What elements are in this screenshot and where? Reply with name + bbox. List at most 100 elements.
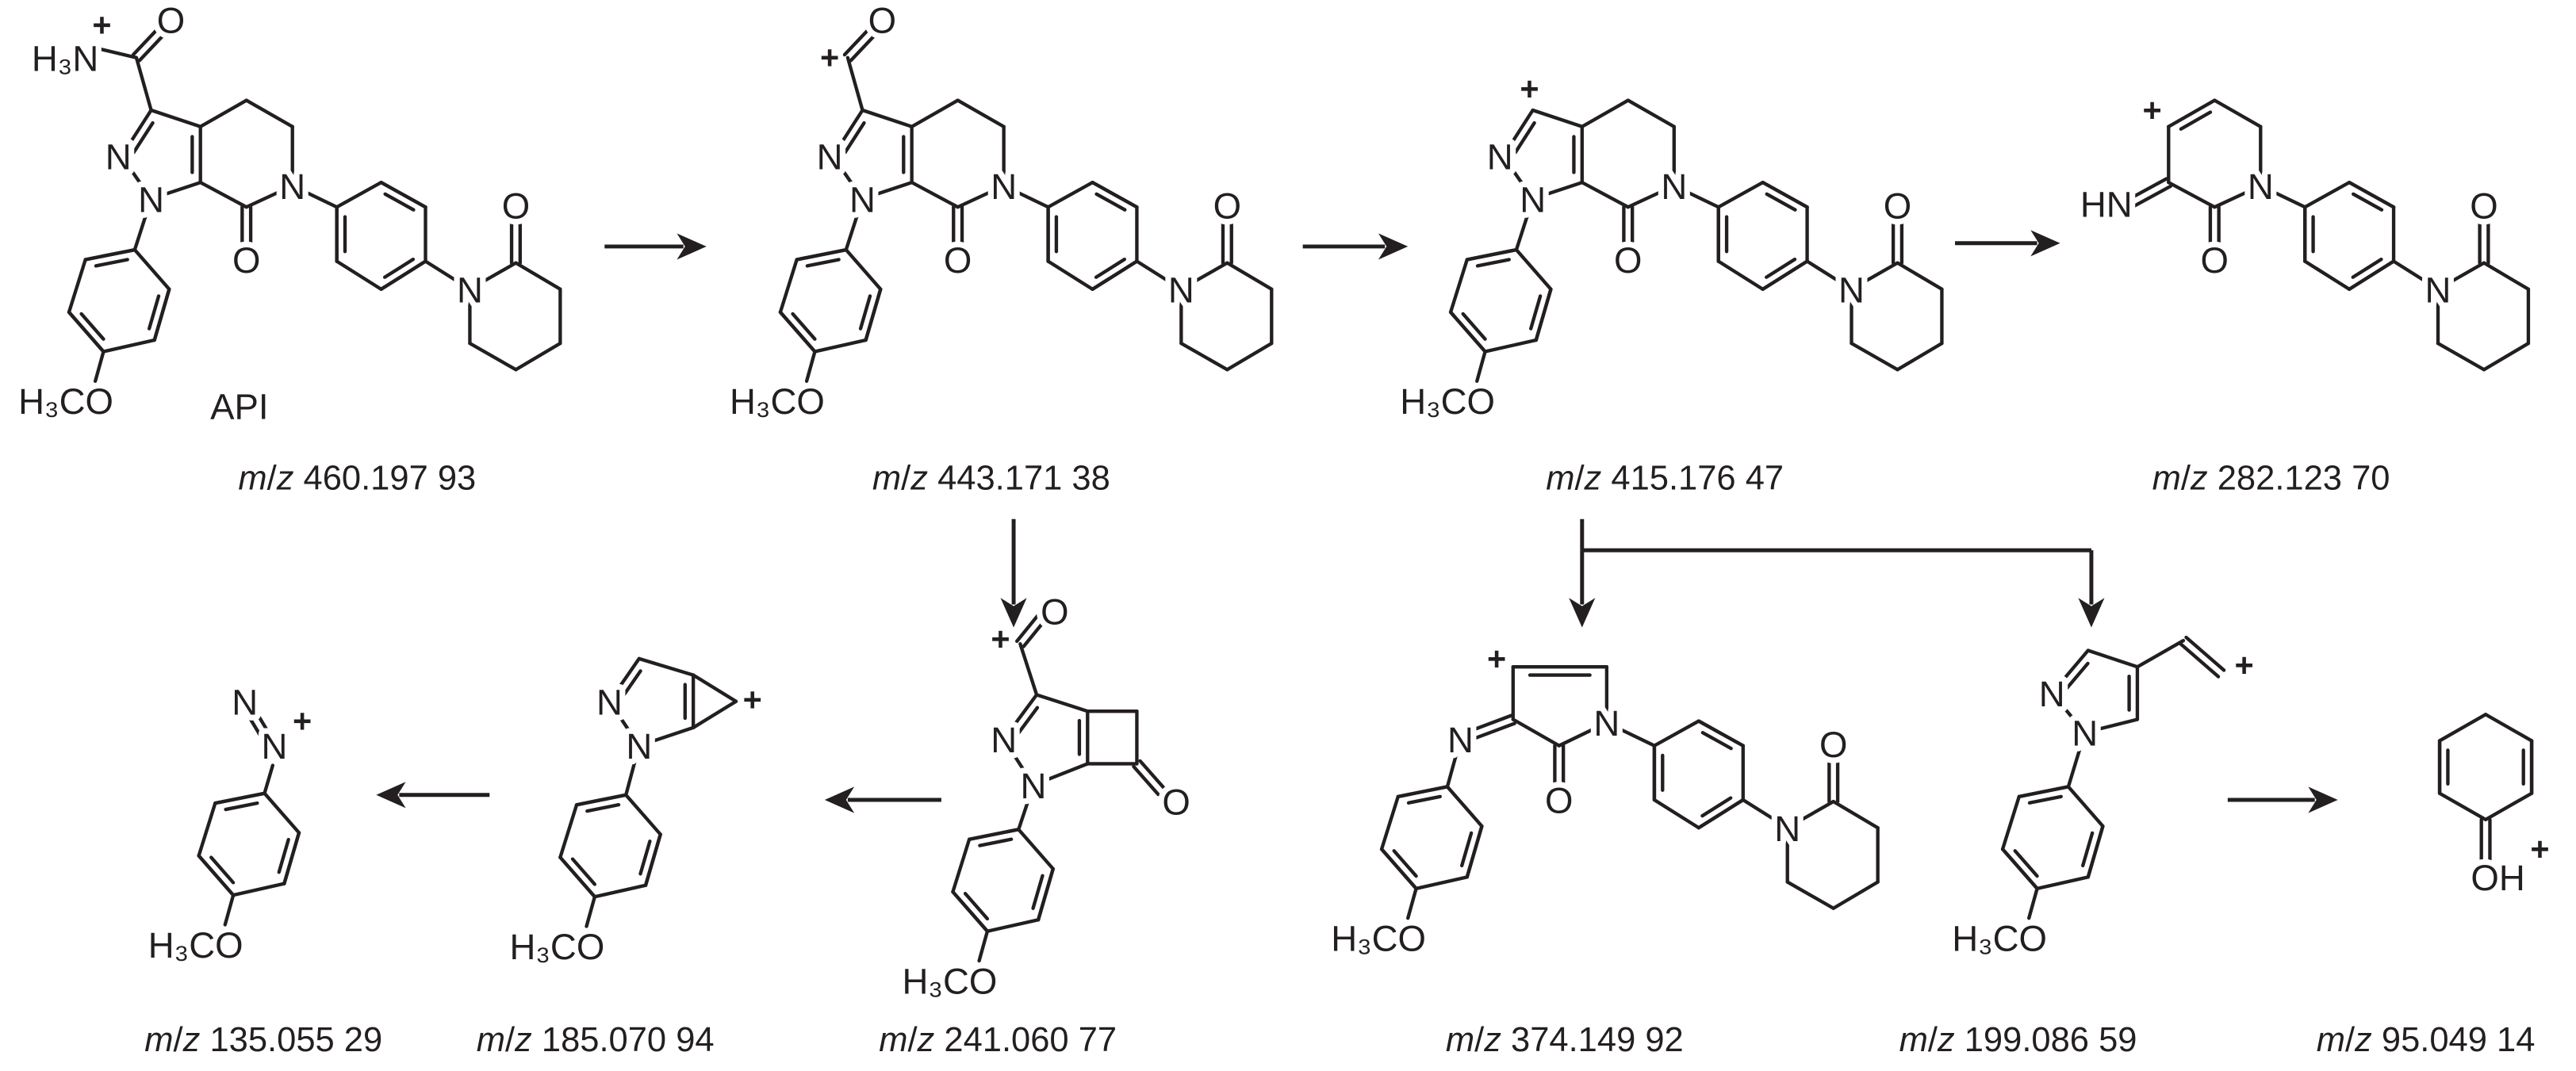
bond [2482,261,2531,291]
bond [643,832,662,887]
bond [1002,184,1050,209]
bond [93,350,105,383]
bond [864,287,883,342]
bond [2086,648,2140,669]
bond [778,310,817,354]
mz-symbol-z: z [2190,460,2208,498]
mz-value: 135.055 29 [200,1021,382,1059]
bond [2035,875,2090,891]
bond-inner [1014,706,1040,738]
bond-inner [791,312,817,341]
atom-label-n: N [991,166,1017,207]
bond [1785,799,1835,830]
reaction-arrow-head [376,782,406,809]
bond [244,98,294,128]
bond-inner [1460,831,1474,868]
bond [102,338,156,354]
atom-label-n: N [991,720,1017,760]
bond [1652,798,1701,830]
bond [861,108,914,128]
atom-label-h3co: H₃CO [1331,919,1426,959]
bond-inner [963,891,990,921]
charge-plus: + [2142,92,2161,128]
mz-symbol-m: m [1446,1021,1474,1059]
bond [197,801,217,858]
compound-name-api: API [210,386,268,426]
atom-label-n: N [849,179,876,220]
bond [1580,180,1630,209]
bond-inner [1700,796,1733,818]
bond [1396,785,1450,799]
mz-symbol-m: m [1899,1021,1928,1059]
atom-label-o: O [1545,781,1573,821]
bond-inner [2352,192,2384,212]
mz-value: 185.070 94 [532,1021,715,1059]
bond [1132,764,1160,797]
bond-inner [858,294,872,331]
bond-inner [383,192,416,212]
charge-plus: + [743,682,762,718]
bond-inner [619,669,642,701]
bond [514,261,562,291]
bond [1379,794,1400,851]
atom-label-h3co: H₃CO [1952,919,2047,959]
bond [1179,261,1229,291]
mz-symbol-z: z [1483,1021,1501,1059]
charge-plus: + [2530,832,2549,868]
atom-label-n: N [138,179,164,220]
reaction-arrow-head [824,786,855,813]
mz-symbol-slash: / [1574,460,1585,498]
bond [845,55,864,113]
bond [1831,880,1880,910]
bond [198,98,248,128]
bond [1514,197,1535,252]
bond [1017,828,1055,871]
mz-label-api: m/z 460.197 93 [238,460,476,498]
bond [1531,108,1584,128]
bond [2027,886,2039,920]
bond [1046,259,1094,291]
bond-inner [1529,294,1543,331]
atom-label-o: O [502,186,530,227]
bond [1022,618,1047,648]
bond [977,929,990,963]
bond [263,763,275,795]
atom-label-o: O [1614,240,1642,281]
bond [1465,824,1484,879]
mz-symbol-z: z [1584,460,1602,498]
reaction-arrow-head [1378,233,1409,260]
bond [849,29,881,63]
atom-label-h3co: H₃CO [903,961,998,1001]
mz-value: 443.171 38 [928,460,1110,498]
mz-value: 374.149 92 [1501,1021,1684,1059]
atom-label-oh: OH [2471,858,2524,898]
atom-label-o: O [2201,240,2229,281]
bond-inner [2351,257,2383,279]
atom-label-hn: HN [2080,185,2133,225]
bond [1850,261,1899,291]
bond [691,699,738,730]
bond [956,98,1006,128]
bond [1696,798,1745,830]
bond [132,197,153,252]
bond [608,656,641,703]
bond-inner [978,837,1014,847]
bond [2436,341,2486,372]
bond [244,184,294,209]
bond [1672,184,1720,209]
bond [1225,261,1274,291]
bond [120,108,153,159]
mz-symbol-m: m [477,1021,505,1059]
bond [2482,341,2531,372]
mz-symbol-slash: / [267,460,278,498]
atom-label-n: N [1774,809,1800,849]
bond [1002,693,1039,741]
bond [2437,791,2488,822]
bond [1580,98,1630,128]
bond-inner [585,803,621,813]
mz-symbol-slash: / [907,1021,918,1059]
mz-symbol-slash: / [174,1021,184,1059]
atom-label-h3co: H₃CO [509,927,604,967]
bond-inner [382,257,416,279]
